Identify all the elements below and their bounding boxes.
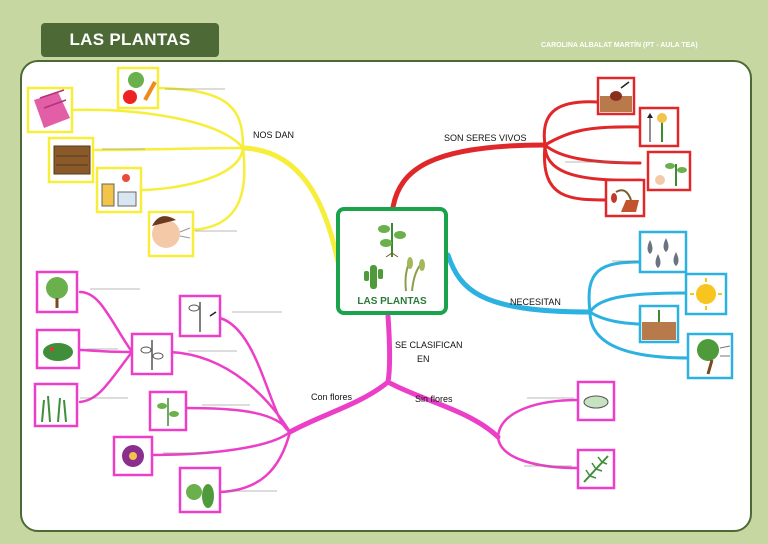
- branch-label-se-clasifican: SE CLASIFICAN: [395, 340, 463, 350]
- seed-sprouting-icon: [596, 76, 636, 116]
- branch-label-sin-flores: Sin flores: [415, 394, 453, 404]
- flower-icon: [112, 435, 154, 477]
- flowering-plant-icon: [130, 332, 174, 376]
- soil-icon: [638, 304, 680, 344]
- smell-icon: [147, 210, 195, 258]
- fruit-icon: [178, 466, 222, 514]
- seres-vivos-branch: [390, 100, 642, 210]
- author-credit: CAROLINA ALBALAT MARTÍN (PT - AULA TEA): [541, 42, 698, 49]
- medicine-icon: [95, 166, 143, 214]
- wilted-plant-icon: [604, 178, 646, 218]
- branch-label-necesitan: NECESITAN: [510, 297, 561, 307]
- bush-icon: [35, 328, 81, 370]
- fern-icon: [576, 448, 616, 490]
- fruit-vegetables-icon: [116, 66, 160, 110]
- caption-lines: [80, 88, 638, 492]
- grass-icon: [33, 382, 79, 428]
- moss-icon: [576, 380, 616, 422]
- branch-label-con-flores: Con flores: [311, 392, 353, 402]
- page-title: LAS PLANTAS: [41, 23, 219, 57]
- branch-label-en: EN: [417, 354, 430, 364]
- nos-dan-branch: [68, 86, 341, 265]
- wind-tree-icon: [686, 332, 734, 380]
- plants-illustration-icon: [364, 223, 425, 292]
- center-node: LAS PLANTAS: [336, 207, 448, 315]
- fabric-icon: [26, 86, 74, 134]
- tree-icon: [35, 270, 79, 314]
- necesitan-branch: [445, 252, 692, 360]
- plant-life-cycle-icon: [646, 150, 692, 192]
- sun-icon: [684, 272, 728, 316]
- center-node-label: LAS PLANTAS: [357, 296, 427, 307]
- branch-label-nos-dan: NOS DAN: [253, 130, 295, 140]
- leaf-plant-icon: [148, 390, 188, 432]
- wood-icon: [47, 136, 95, 184]
- growing-plant-icon: [638, 106, 680, 148]
- branch-label-seres-vivos: SON SERES VIVOS: [444, 133, 527, 143]
- plant-stem-icon: [178, 294, 222, 338]
- clasifican-branch: [78, 290, 580, 494]
- water-drops-icon: [638, 230, 688, 274]
